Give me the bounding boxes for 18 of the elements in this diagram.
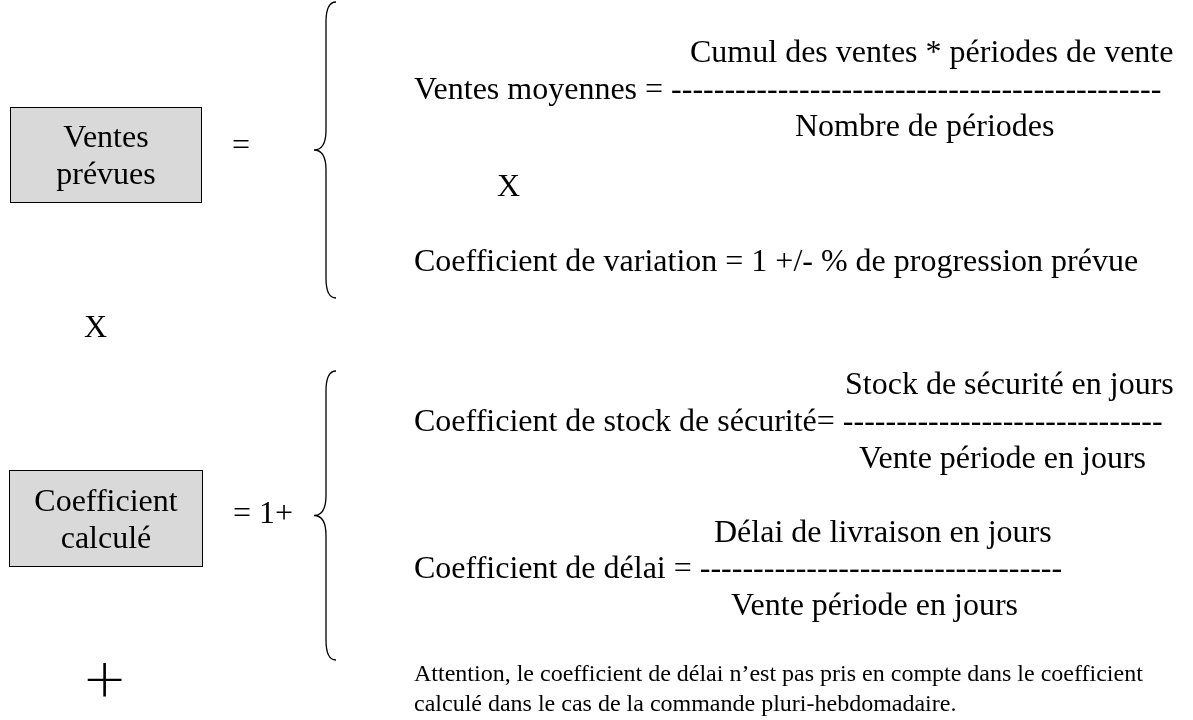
note-text: Attention, le coefficient de délai n’est pas pris en compte dans le coefficient calculé dans le cas de la commande pluri-hebdomadaire. (414, 659, 1144, 718)
term-box: Coefficient calculé (9, 470, 203, 567)
formula-text: Ventes moyennes = ---------------------------------------------- (414, 70, 1162, 107)
formula-text: Délai de livraison en jours (714, 513, 1052, 550)
formula-text: Coefficient de délai = ---------------------------------- (414, 549, 1063, 586)
operator-sign: X (497, 167, 521, 204)
formula-text: Vente période en jours (859, 439, 1146, 476)
formula-text: Coefficient de variation = 1 +/- % de progression prévue (414, 242, 1139, 279)
formula-text: Stock de sécurité en jours (845, 365, 1174, 402)
formula-text: Nombre de périodes (795, 107, 1055, 144)
term-box: Ventes prévues (10, 107, 202, 203)
operator-sign: + (82, 648, 128, 710)
formula-text: Vente période en jours (731, 586, 1018, 623)
formula-text: Cumul des ventes * périodes de vente (690, 33, 1174, 70)
operator-sign: = (232, 126, 251, 163)
formula-text: Coefficient de stock de sécurité= ------------------------------ (414, 402, 1163, 439)
operator-sign: = 1+ (233, 494, 294, 531)
operator-sign: X (84, 308, 108, 345)
